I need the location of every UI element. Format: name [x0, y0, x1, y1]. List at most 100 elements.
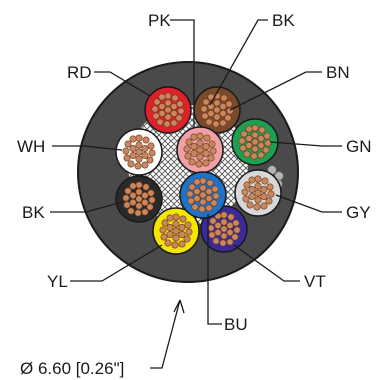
copper-strand — [261, 177, 269, 185]
copper-strand — [251, 124, 259, 132]
copper-strand — [214, 222, 222, 230]
copper-strand — [200, 105, 208, 113]
leader-line-bk2 — [50, 201, 123, 213]
copper-strand — [172, 227, 180, 235]
copper-strand — [159, 226, 167, 234]
conductor-bu — [179, 171, 227, 219]
copper-strand — [195, 160, 203, 168]
copper-strand — [248, 193, 256, 201]
copper-strand — [183, 145, 191, 153]
copper-strand — [186, 190, 194, 198]
copper-strand — [146, 156, 154, 164]
label-yl: YL — [47, 272, 68, 291]
copper-strand — [243, 150, 251, 158]
copper-strand — [178, 240, 186, 248]
conductor-bn — [193, 86, 241, 134]
copper-strand — [220, 225, 228, 233]
copper-strand — [141, 199, 149, 207]
copper-strand — [123, 201, 131, 209]
copper-strand — [177, 107, 185, 115]
copper-strand — [199, 191, 207, 199]
copper-strand — [213, 113, 221, 121]
label-bk: BK — [22, 203, 45, 222]
copper-strand — [164, 106, 172, 114]
label-rd: RD — [67, 63, 92, 82]
copper-strand — [220, 211, 228, 219]
copper-strand — [199, 184, 207, 192]
copper-strand — [226, 229, 234, 237]
copper-strand — [208, 140, 216, 148]
copper-strand — [135, 188, 143, 196]
copper-strand — [219, 119, 227, 127]
copper-strand — [220, 232, 228, 240]
copper-strand — [191, 203, 199, 211]
conductor-pk — [176, 126, 224, 174]
leader-line-bk — [209, 19, 268, 106]
copper-strand — [152, 112, 160, 120]
copper-strand — [257, 142, 265, 150]
copper-strand — [142, 136, 150, 144]
copper-strand — [208, 231, 216, 239]
copper-strand — [250, 152, 258, 160]
copper-strand — [135, 134, 143, 142]
copper-strand — [193, 188, 201, 196]
copper-strand — [158, 93, 166, 101]
copper-strand — [210, 199, 218, 207]
copper-strand — [129, 135, 137, 143]
copper-strand — [233, 226, 241, 234]
label-gn: GN — [346, 137, 372, 156]
copper-strand — [166, 214, 174, 222]
copper-strand — [171, 94, 179, 102]
copper-strand — [153, 98, 161, 106]
copper-strand — [156, 118, 164, 126]
copper-strand — [260, 202, 268, 210]
copper-strand — [141, 208, 149, 216]
copper-strand — [209, 217, 217, 225]
copper-strand — [172, 213, 180, 221]
copper-strand — [254, 175, 262, 183]
label-bn: BN — [326, 63, 350, 82]
copper-strand — [161, 219, 169, 227]
copper-strand — [205, 195, 213, 203]
copper-strand — [166, 231, 174, 239]
conductor-wh — [115, 128, 163, 176]
copper-strand — [207, 224, 215, 232]
label-pk: PK — [148, 11, 171, 30]
copper-strand — [124, 140, 132, 148]
copper-strand — [141, 161, 149, 169]
copper-strand — [129, 152, 137, 160]
copper-strand — [225, 100, 233, 108]
copper-strand — [185, 228, 193, 236]
copper-strand — [176, 100, 184, 108]
leader-line-pk — [170, 19, 195, 128]
label-bu: BU — [224, 315, 248, 334]
copper-strand — [245, 135, 253, 143]
label-wh: WH — [17, 137, 45, 156]
copper-strand — [164, 92, 172, 100]
copper-strand — [224, 114, 232, 122]
copper-strand — [254, 182, 262, 190]
copper-strand — [207, 110, 215, 118]
copper-strand — [190, 150, 198, 158]
copper-strand — [248, 176, 256, 184]
copper-strand — [164, 99, 172, 107]
copper-strand — [196, 146, 204, 154]
copper-strand — [251, 138, 259, 146]
copper-strand — [219, 239, 227, 247]
label-gy: GY — [346, 203, 371, 222]
copper-strand — [164, 113, 172, 121]
copper-strand — [242, 195, 250, 203]
copper-strand — [201, 112, 209, 120]
copper-strand — [227, 213, 235, 221]
conductor-gy — [234, 169, 282, 217]
copper-strand — [212, 120, 220, 128]
copper-strand — [205, 118, 213, 126]
copper-strand — [212, 192, 220, 200]
copper-strand — [257, 135, 265, 143]
copper-strand — [184, 152, 192, 160]
copper-strand — [193, 178, 201, 186]
copper-strand — [147, 189, 155, 197]
copper-strand — [196, 139, 204, 147]
copper-strand — [196, 132, 204, 140]
